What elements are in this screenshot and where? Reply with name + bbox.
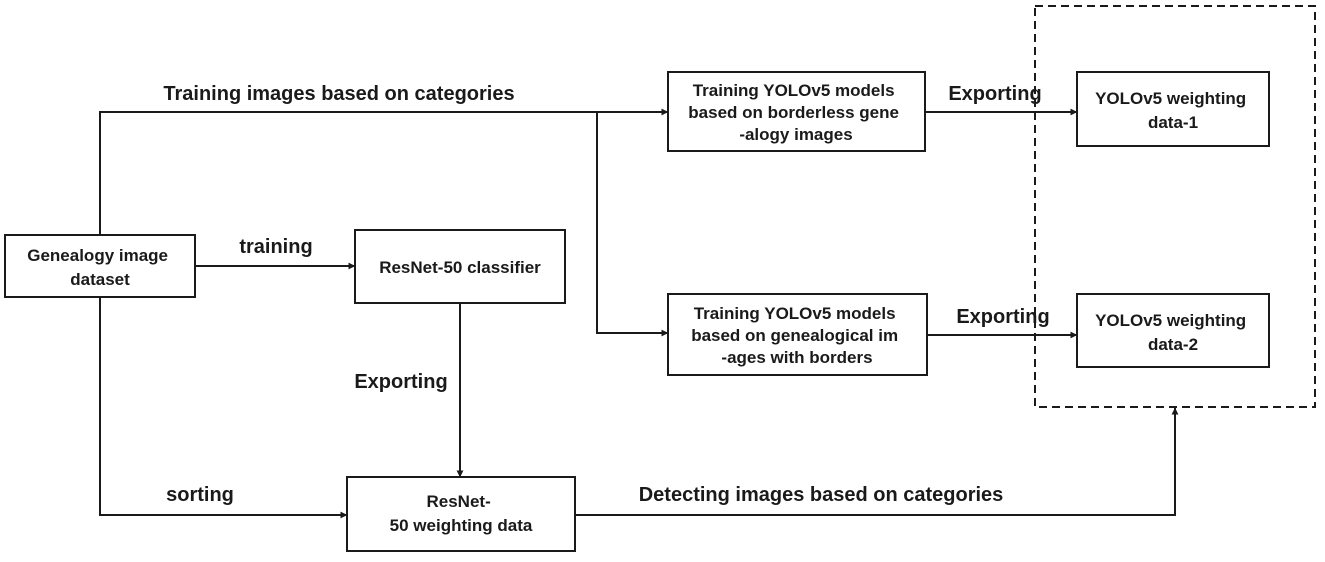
node-yolo-weighting-data-1-label: YOLOv5 weighting data-1 [1095, 89, 1251, 132]
node-yolo-weighting-data-2: YOLOv5 weighting data-2 [1076, 293, 1270, 368]
edge-resnet-weights-to-group [575, 407, 1179, 516]
node-yolo-weighting-data-2-label: YOLOv5 weighting data-2 [1095, 311, 1251, 354]
node-yolo-weighting-data-1: YOLOv5 weighting data-1 [1076, 71, 1270, 147]
edge-label-detecting: Detecting images based on categories [639, 484, 1004, 506]
node-yolo-borders-training-label: Training YOLOv5 models based on genealog… [691, 304, 903, 367]
edge-label-training-by-category: Training images based on categories [163, 83, 514, 105]
node-genealogy-dataset-label: Genealogy image dataset [27, 246, 173, 289]
weights-group-border [1034, 5, 1316, 408]
edge-label-exporting-1: Exporting [948, 83, 1041, 105]
edge-dataset-to-borderless-training [99, 108, 669, 235]
node-resnet-classifier-label: ResNet-50 classifier [379, 258, 541, 277]
node-yolo-borderless-training-label: Training YOLOv5 models based on borderle… [688, 81, 903, 144]
edge-label-training: training [239, 236, 312, 258]
node-yolo-borders-training: Training YOLOv5 models based on genealog… [667, 293, 928, 376]
node-resnet-classifier: ResNet-50 classifier [354, 229, 566, 304]
node-resnet-weighting-data-label: ResNet- 50 weighting data [390, 492, 533, 535]
edge-label-sorting: sorting [166, 484, 234, 506]
node-resnet-weighting-data: ResNet- 50 weighting data [346, 476, 576, 552]
node-yolo-borderless-training: Training YOLOv5 models based on borderle… [667, 71, 926, 152]
edge-branch-to-border-training [596, 112, 669, 337]
edge-label-exporting-classifier: Exporting [354, 371, 447, 393]
edge-label-exporting-2: Exporting [956, 306, 1049, 328]
node-genealogy-dataset: Genealogy image dataset [4, 234, 196, 298]
edge-dataset-to-resnet-weights [99, 297, 348, 519]
